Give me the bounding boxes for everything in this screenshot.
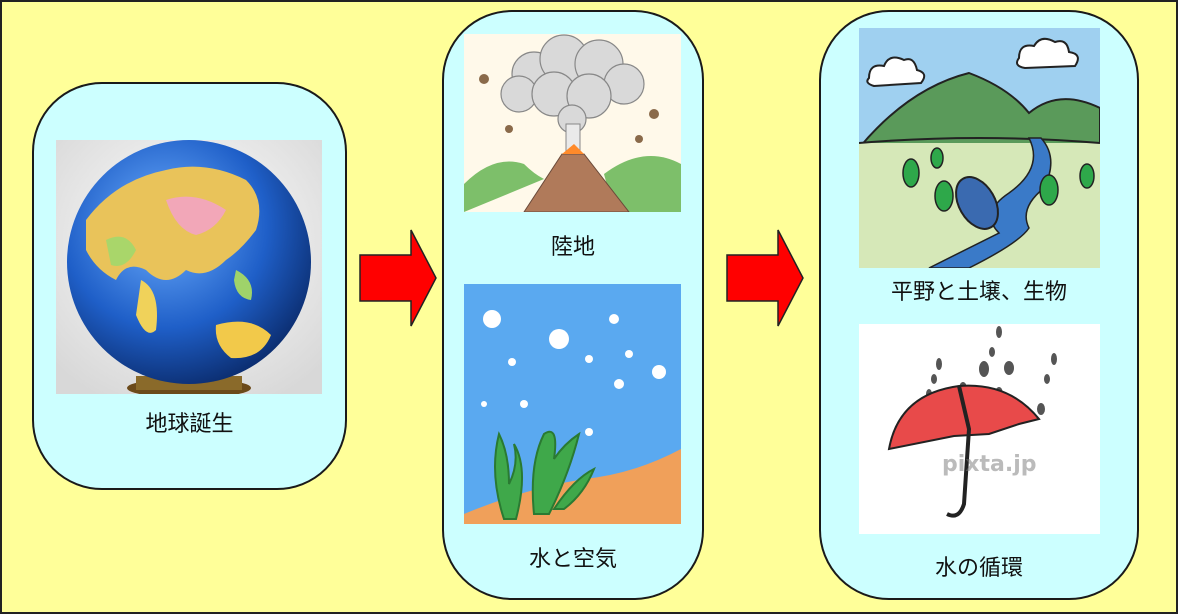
arrow-right-icon xyxy=(359,229,437,327)
label-land: 陸地 xyxy=(550,235,595,260)
arrow-right-icon xyxy=(726,229,804,327)
label-plains: 平野と土壌、生物 xyxy=(890,280,1067,305)
label-water-cycle: 水の循環 xyxy=(934,556,1023,581)
umbrella-image xyxy=(859,324,1100,534)
globe-image xyxy=(56,140,322,394)
label-earth-birth: 地球誕生 xyxy=(145,412,234,437)
label-water-air: 水と空気 xyxy=(528,547,617,572)
plains-image xyxy=(859,28,1100,268)
watermark-text: pixta.jp xyxy=(942,452,1037,477)
volcano-image xyxy=(464,34,681,212)
underwater-image xyxy=(464,284,681,524)
